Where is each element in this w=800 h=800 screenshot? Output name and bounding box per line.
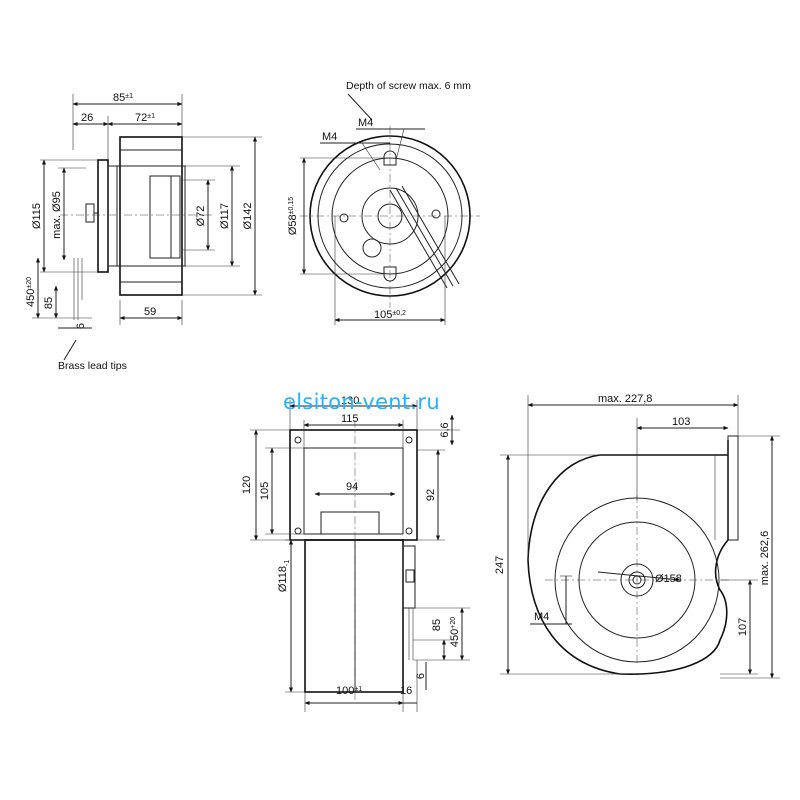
dim-m4-right: M4 bbox=[358, 117, 373, 129]
dim-max-262-6: max. 262,6 bbox=[759, 531, 771, 585]
dim-94: 94 bbox=[346, 481, 358, 493]
dim-130: 130 bbox=[341, 395, 359, 407]
dim-o58: Ø58±0,15 bbox=[287, 197, 299, 235]
dim-6: 6 bbox=[75, 323, 87, 329]
dim-115: 115 bbox=[341, 413, 359, 425]
dim-6b: 6 bbox=[415, 673, 427, 679]
dim-247: 247 bbox=[494, 556, 506, 574]
dim-450b: 450+20 bbox=[449, 617, 461, 647]
dim-6-6: 6,6 bbox=[439, 422, 451, 437]
dim-max-227-8: max. 227,8 bbox=[598, 393, 652, 405]
blower-front-view: max. 227,8 103 247 max. 262,6 Ø158 M4 10… bbox=[494, 393, 780, 679]
dim-o158: Ø158 bbox=[655, 573, 682, 585]
motor-front-view: Depth of screw max. 6 mm M4 M4 Ø58±0,15 … bbox=[287, 80, 480, 325]
dim-105: 105±0,2 bbox=[374, 309, 406, 321]
motor-side-view: 85±1 26 72±1 59 Ø142 Ø117 Ø72 Ø115 max. … bbox=[25, 92, 262, 372]
dim-92: 92 bbox=[425, 489, 437, 501]
dim-m4-left: M4 bbox=[322, 131, 337, 143]
dim-103: 103 bbox=[672, 416, 690, 428]
dim-26: 26 bbox=[81, 112, 93, 124]
dim-72: 72±1 bbox=[135, 112, 155, 124]
dim-16: 16 bbox=[400, 685, 412, 697]
brass-lead-tips-note: Brass lead tips bbox=[58, 360, 127, 372]
dim-107: 107 bbox=[737, 618, 749, 636]
dim-120: 120 bbox=[241, 476, 253, 494]
dim-85-lead: 85 bbox=[43, 297, 55, 309]
dim-85: 85±1 bbox=[113, 92, 133, 104]
watermark: elsiton-vent.ru bbox=[283, 390, 440, 414]
blower-side-view: 130 115 6,6 120 105 94 92 Ø118-1 85 450+… bbox=[241, 395, 470, 712]
dim-o72: Ø72 bbox=[195, 206, 207, 227]
dim-o142: Ø142 bbox=[242, 203, 254, 230]
screw-depth-note: Depth of screw max. 6 mm bbox=[346, 80, 471, 92]
dim-o117: Ø117 bbox=[219, 203, 231, 229]
dim-o118: Ø118-1 bbox=[277, 560, 291, 592]
dim-m4c: M4 bbox=[534, 611, 549, 623]
dim-450: 450±20 bbox=[25, 277, 37, 307]
dim-105b: 105 bbox=[259, 482, 271, 500]
dim-85c: 85 bbox=[431, 619, 443, 631]
dim-100: 100±1 bbox=[336, 685, 362, 697]
dim-o115: Ø115 bbox=[31, 203, 43, 229]
dim-max-o95: max. Ø95 bbox=[51, 191, 63, 239]
dim-59: 59 bbox=[144, 306, 156, 318]
